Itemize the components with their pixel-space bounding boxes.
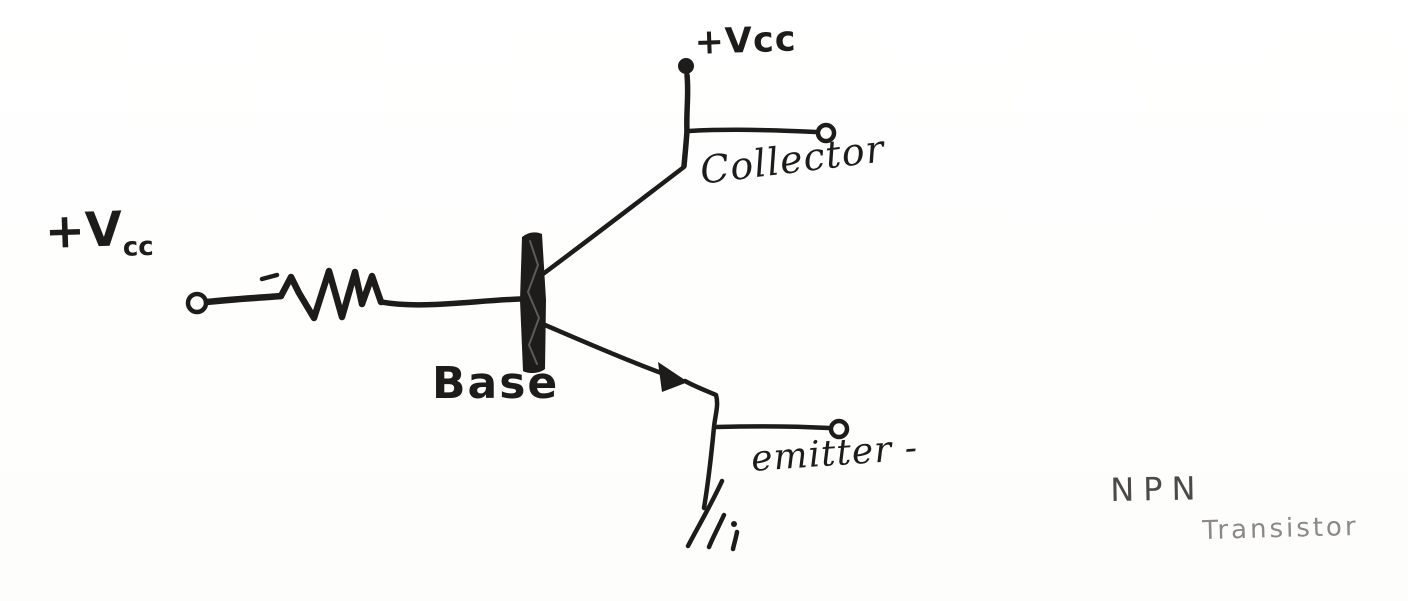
vcc-terminal-dot: [678, 58, 694, 74]
ground-slash-3-dot: [731, 521, 737, 527]
base-branch: [185, 232, 546, 374]
base-bar: [520, 232, 546, 374]
collector-terminal: [815, 122, 837, 144]
emitter-diagonal-wire: [542, 322, 667, 377]
ground-slash-3: [730, 529, 740, 552]
base-bar-scribble: [526, 240, 541, 365]
base-input-terminal: [185, 291, 209, 315]
resistor-symbol: [277, 267, 385, 322]
ground-slash-1: [685, 478, 725, 549]
collector-diagonal-wire: [540, 164, 687, 277]
label-vcc-top: +Vcc: [693, 19, 798, 63]
collector-vertical-wire: [684, 72, 691, 134]
label-npn-line2: Transistor: [1201, 511, 1359, 546]
label-vcc-left: +Vcc: [43, 201, 155, 263]
emitter-bend-wire: [682, 378, 720, 511]
base-wire: [378, 296, 523, 308]
label-npn-line1: NPN: [1109, 469, 1205, 509]
label-vcc-left-subscript: cc: [122, 231, 155, 263]
emitter-lead-wire: [713, 424, 832, 431]
base-lead-wire: [203, 292, 285, 306]
emitter-branch: [542, 322, 850, 552]
label-vcc-left-main: +V: [43, 201, 124, 260]
emitter-terminal: [828, 418, 850, 440]
label-base: Base: [432, 358, 560, 409]
ground-slash-2: [706, 512, 727, 550]
collector-lead-wire: [686, 127, 819, 135]
ground-symbol: [685, 478, 740, 552]
emitter-arrowhead: [658, 362, 688, 392]
collector-junction-stub: [681, 128, 690, 169]
collector-branch: [540, 58, 837, 277]
resistor-tick-mark: [259, 272, 280, 282]
